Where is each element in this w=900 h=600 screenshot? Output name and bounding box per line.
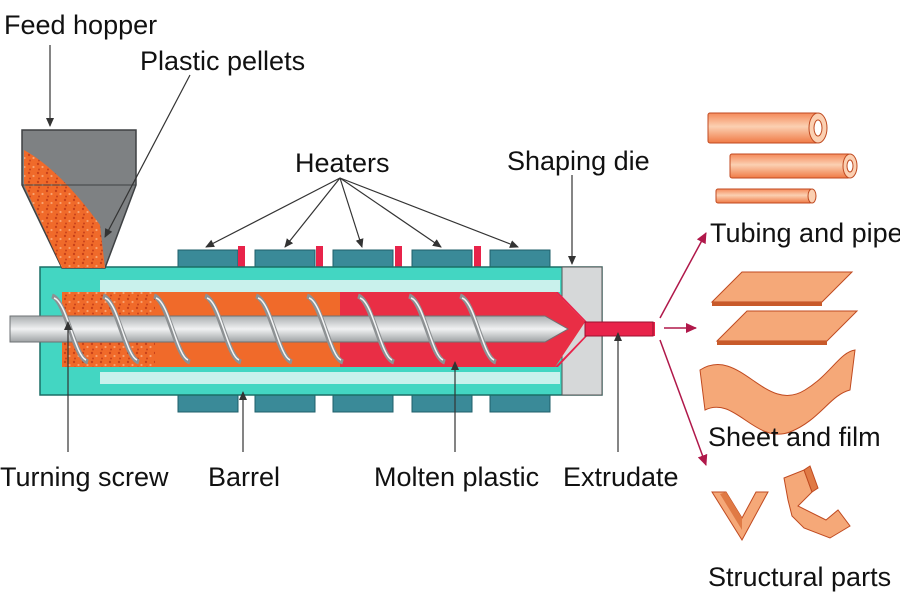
screw-flight-highlight [155,297,189,361]
label-shaping-die: Shaping die [507,146,650,176]
tubing-pipes-icon [707,112,858,204]
label-structural-parts: Structural parts [708,562,891,592]
label-sheet-and-film: Sheet and film [708,422,881,452]
sheet-film-icon [699,271,859,435]
screw-flight-highlight [206,297,240,361]
screw-flight-highlight [410,297,444,361]
label-extrudate: Extrudate [563,462,679,492]
leader-lines [46,45,622,452]
screw-flight-highlight [104,297,138,361]
label-tubing-and-pipes: Tubing and pipes [710,218,900,248]
screw-flight-highlight [257,297,291,361]
screw-flight-highlight [359,297,393,361]
product-arrows [659,232,708,466]
label-feed-hopper: Feed hopper [4,10,157,40]
extrudate-stream [584,321,654,337]
labels: Feed hopper Plastic pellets Heaters Shap… [0,10,900,592]
label-heaters: Heaters [295,148,390,178]
label-molten-plastic: Molten plastic [374,462,539,492]
heater-bank-bottom [177,394,551,413]
heater-bank-top [177,246,551,268]
screw-flight-highlight [308,297,342,361]
label-plastic-pellets: Plastic pellets [140,46,305,76]
label-turning-screw: Turning screw [0,462,169,492]
structural-parts-icon [711,465,851,541]
label-barrel: Barrel [208,462,280,492]
screw-flight-highlight [461,297,495,361]
feed-hopper [21,129,137,269]
